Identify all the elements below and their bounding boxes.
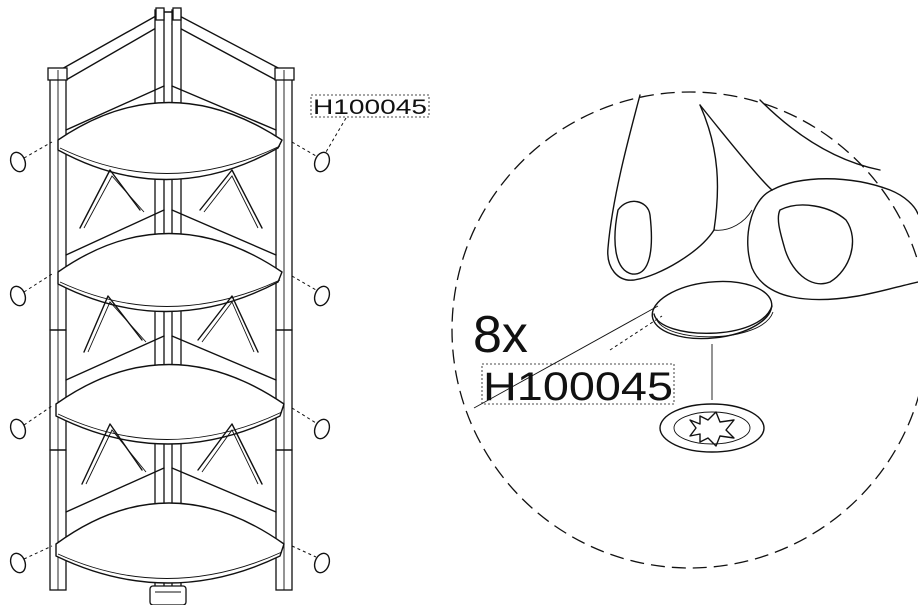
pad-icon (313, 552, 331, 574)
pad-icon (9, 151, 27, 173)
fingers-illustration (607, 94, 918, 301)
felt-pad (651, 280, 774, 340)
part-callout: H100045 (310, 94, 430, 153)
pad-icon (9, 418, 27, 440)
floor-pads-right (291, 141, 331, 574)
front-post-cap (274, 67, 295, 81)
pad-icon (313, 418, 331, 440)
corner-shelf-assembly (47, 7, 295, 605)
detail-quantity: 8x (473, 306, 528, 364)
shelf (57, 85, 283, 229)
shelf (55, 467, 285, 584)
leg-foot-bottom (659, 403, 765, 453)
back-post-cap (155, 7, 165, 21)
detail-view: 8x H100045 (451, 91, 918, 569)
floor-pads-left (9, 141, 53, 574)
back-post-cap (172, 7, 182, 21)
detail-circle (451, 91, 918, 569)
shelf (55, 335, 285, 485)
callout-part-code: H100045 (313, 96, 427, 119)
shelf (57, 209, 283, 353)
detail-part-code: H100045 (483, 365, 673, 409)
pad-icon (313, 151, 331, 173)
front-post-cap (47, 67, 68, 81)
pad-icon (313, 285, 331, 307)
pad-icon (9, 552, 27, 574)
base-foot (149, 585, 187, 605)
pad-icon (9, 285, 27, 307)
